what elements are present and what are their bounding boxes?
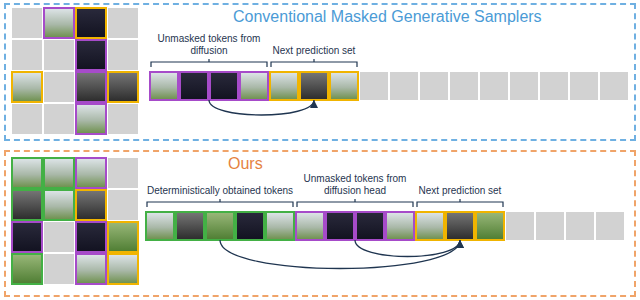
deterministic-token	[12, 158, 42, 188]
token-group: Next prediction set	[402, 185, 518, 241]
next-token	[330, 72, 358, 100]
bracket	[147, 199, 293, 207]
token-grid	[12, 158, 138, 284]
bracket	[297, 199, 413, 207]
masked-token	[12, 104, 42, 134]
masked-token	[108, 158, 138, 188]
next-token	[446, 212, 474, 240]
masked-token	[480, 72, 508, 100]
unmasked-token	[76, 40, 106, 70]
deterministic-token	[44, 158, 74, 188]
masked-token	[12, 8, 42, 38]
masked-token	[570, 72, 598, 100]
masked-token	[12, 40, 42, 70]
deterministic-token	[236, 212, 264, 240]
masked-token	[108, 8, 138, 38]
next-token	[476, 212, 504, 240]
masked-token	[540, 72, 568, 100]
bracket	[271, 59, 357, 67]
unmasked-token	[180, 72, 208, 100]
token-group: Unmasked tokens from diffusion head	[286, 173, 424, 240]
token-group: Deterministically obtained tokens	[136, 185, 304, 241]
next-token	[12, 72, 42, 102]
unmasked-token	[76, 254, 106, 284]
masked-token	[44, 40, 74, 70]
bracket	[417, 199, 503, 207]
unmasked-token	[12, 222, 42, 252]
masked-token	[108, 190, 138, 220]
curved-arrow	[220, 240, 460, 269]
masked-token	[360, 72, 388, 100]
masked-token	[536, 212, 564, 240]
unmasked-token	[356, 212, 384, 240]
token-sequence	[150, 72, 628, 100]
unmasked-token	[326, 212, 354, 240]
deterministic-token	[12, 190, 42, 220]
deterministic-token	[266, 212, 294, 240]
group-label: Unmasked tokens from diffusion	[140, 33, 278, 56]
unmasked-token	[386, 212, 414, 240]
token-sequence	[146, 212, 624, 240]
next-token	[108, 254, 138, 284]
unmasked-token	[44, 8, 74, 38]
deterministic-token	[206, 212, 234, 240]
masked-token	[44, 72, 74, 102]
unmasked-token	[296, 212, 324, 240]
token-grid	[12, 8, 138, 134]
group-label: Next prediction set	[256, 45, 372, 57]
group-label: Next prediction set	[402, 185, 518, 197]
masked-token	[390, 72, 418, 100]
next-token	[300, 72, 328, 100]
curved-arrow	[209, 100, 314, 115]
deterministic-token	[12, 254, 42, 284]
unmasked-token	[150, 72, 178, 100]
dashed-panel: Conventional Masked Generative SamplersU…	[4, 3, 636, 141]
unmasked-token	[76, 104, 106, 134]
masked-token	[44, 104, 74, 134]
masked-token	[450, 72, 478, 100]
masked-token	[596, 212, 624, 240]
deterministic-token	[44, 190, 74, 220]
group-label: Deterministically obtained tokens	[136, 185, 304, 197]
masked-token	[420, 72, 448, 100]
panel-title: Conventional Masked Generative Samplers	[233, 7, 542, 26]
deterministic-token	[146, 212, 174, 240]
masked-token	[600, 72, 628, 100]
masked-token	[44, 222, 74, 252]
group-label: Unmasked tokens from diffusion head	[286, 173, 424, 196]
masked-token	[510, 72, 538, 100]
next-token	[76, 190, 106, 220]
next-token	[76, 8, 106, 38]
unmasked-token	[76, 72, 106, 102]
panel-title: Ours	[228, 154, 263, 173]
next-token	[108, 222, 138, 252]
unmasked-token	[210, 72, 238, 100]
next-token	[270, 72, 298, 100]
masked-token	[108, 104, 138, 134]
unmasked-token	[240, 72, 268, 100]
token-group: Next prediction set	[256, 45, 372, 101]
next-token	[416, 212, 444, 240]
bracket	[151, 59, 267, 67]
masked-token	[506, 212, 534, 240]
dashed-panel: OursDeterministically obtained tokensUnm…	[4, 150, 636, 297]
token-group: Unmasked tokens from diffusion	[140, 33, 278, 100]
curved-arrow	[355, 240, 460, 257]
masked-token	[566, 212, 594, 240]
masked-token	[44, 254, 74, 284]
deterministic-token	[176, 212, 204, 240]
unmasked-token	[76, 158, 106, 188]
next-token	[108, 72, 138, 102]
masked-token	[108, 40, 138, 70]
unmasked-token	[76, 222, 106, 252]
